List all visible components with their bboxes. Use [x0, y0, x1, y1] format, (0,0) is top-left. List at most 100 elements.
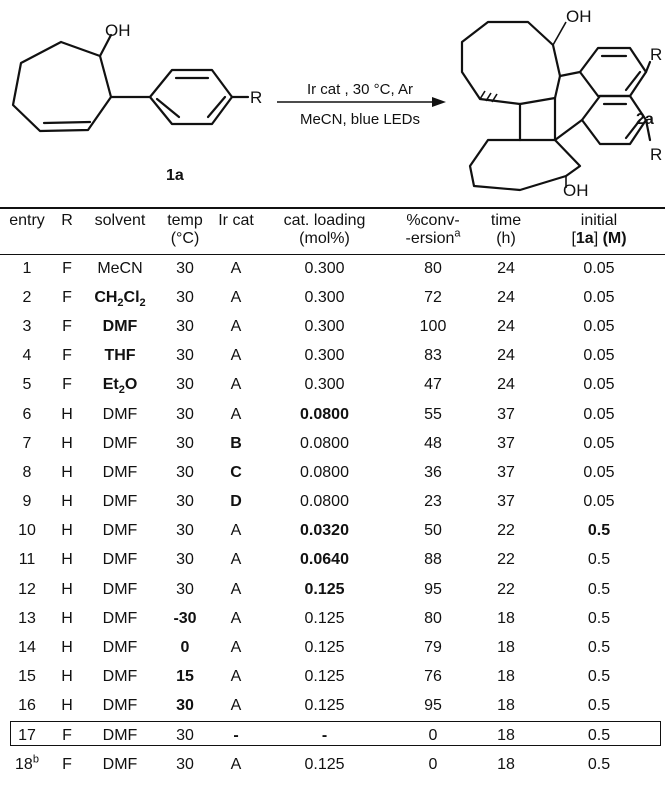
cell-time: 37: [497, 434, 515, 452]
cell-cat: A: [230, 317, 242, 335]
cell-time: 24: [497, 288, 515, 306]
cell-temp: 30: [176, 405, 194, 423]
cell-cat: A: [230, 668, 242, 686]
cell-temp: 30: [176, 463, 194, 481]
cell-conv: 72: [424, 288, 442, 306]
cell-time: 18: [497, 639, 515, 657]
product-oh-bottom-label: OH: [563, 181, 589, 200]
cell-time: 37: [497, 493, 515, 511]
cell-r: H: [61, 493, 73, 511]
header-entry: entry: [0, 207, 54, 255]
cell-initial: 0.05: [583, 376, 615, 394]
cell-initial: 0.05: [583, 493, 615, 511]
product-oh-top-label: OH: [566, 7, 592, 26]
cell-r: F: [62, 317, 72, 335]
cell-r: F: [62, 726, 72, 744]
product-r-top-label: R: [650, 45, 662, 64]
cell-temp: -30: [173, 609, 197, 627]
cell-loading: 0.125: [304, 755, 345, 773]
cell-solvent: DMF: [102, 697, 138, 715]
cell-time: 24: [497, 347, 515, 365]
cell-entry: 18b: [15, 753, 39, 773]
cell-r: H: [61, 639, 73, 657]
cell-r: H: [61, 522, 73, 540]
header-conversion: %conv--ersiona: [387, 207, 479, 255]
cell-r: H: [61, 405, 73, 423]
cell-solvent: DMF: [102, 434, 138, 452]
cell-initial: 0.05: [583, 259, 615, 277]
cell-cat: D: [230, 493, 242, 511]
cell-initial: 0.5: [587, 639, 611, 657]
conditions-bottom-text: MeCN, blue LEDs: [300, 111, 420, 128]
cell-solvent: DMF: [102, 522, 138, 540]
cell-r: H: [61, 668, 73, 686]
cell-cat: B: [230, 434, 242, 452]
cell-temp: 30: [176, 259, 194, 277]
optimization-table: entry R solvent temp(°C) Ir cat cat. loa…: [0, 207, 665, 779]
cell-temp: 30: [176, 376, 194, 394]
cell-cat: A: [230, 288, 242, 306]
cell-conv: 47: [424, 376, 442, 394]
cell-r: H: [61, 463, 73, 481]
cell-temp: 30: [176, 726, 194, 744]
cell-r: F: [62, 288, 72, 306]
cell-solvent: DMF: [102, 551, 138, 569]
cell-loading: 0.125: [304, 668, 345, 686]
cell-r: H: [61, 609, 73, 627]
cell-temp: 15: [176, 668, 194, 686]
cell-entry: 14: [18, 639, 36, 657]
cell-cat: C: [230, 463, 242, 481]
reactant-structure: [11, 33, 250, 133]
cell-entry: 10: [18, 522, 36, 540]
cell-cat: A: [230, 580, 242, 598]
header-time: time(h): [479, 207, 533, 255]
cell-cat: A: [230, 259, 242, 277]
cell-cat: A: [230, 522, 242, 540]
cell-cat: A: [230, 697, 242, 715]
cell-conv: 50: [424, 522, 442, 540]
product-r-bottom-label: R: [650, 145, 662, 164]
cell-conv: 76: [424, 668, 442, 686]
cell-conv: 79: [424, 639, 442, 657]
cell-solvent: THF: [104, 347, 136, 365]
cell-loading: 0.300: [304, 317, 345, 335]
cell-solvent: DMF: [102, 668, 138, 686]
cell-conv: 80: [424, 609, 442, 627]
cell-time: 37: [497, 463, 515, 481]
reactant-r-label: R: [250, 88, 262, 107]
cell-r: F: [62, 259, 72, 277]
cell-conv: 55: [424, 405, 442, 423]
cell-cat: A: [230, 609, 242, 627]
cell-conv: 95: [424, 580, 442, 598]
reactant-oh-label: OH: [105, 21, 131, 40]
cell-r: F: [62, 755, 72, 773]
cell-entry: 16: [18, 697, 36, 715]
cell-solvent: DMF: [102, 405, 138, 423]
cell-initial: 0.5: [587, 697, 611, 715]
cell-solvent: DMF: [102, 463, 138, 481]
cell-conv: 23: [424, 493, 442, 511]
cell-entry: 9: [22, 493, 32, 511]
cell-temp: 30: [176, 755, 194, 773]
cell-solvent: DMF: [102, 580, 138, 598]
cell-initial: 0.05: [583, 434, 615, 452]
cell-conv: 83: [424, 347, 442, 365]
cell-entry: 2: [22, 288, 32, 306]
cell-time: 18: [497, 755, 515, 773]
cell-cat: A: [230, 755, 242, 773]
cell-entry: 17: [18, 726, 36, 744]
cell-loading: 0.300: [304, 347, 345, 365]
cell-loading: 0.0800: [300, 434, 349, 452]
cell-solvent: DMF: [102, 493, 138, 511]
